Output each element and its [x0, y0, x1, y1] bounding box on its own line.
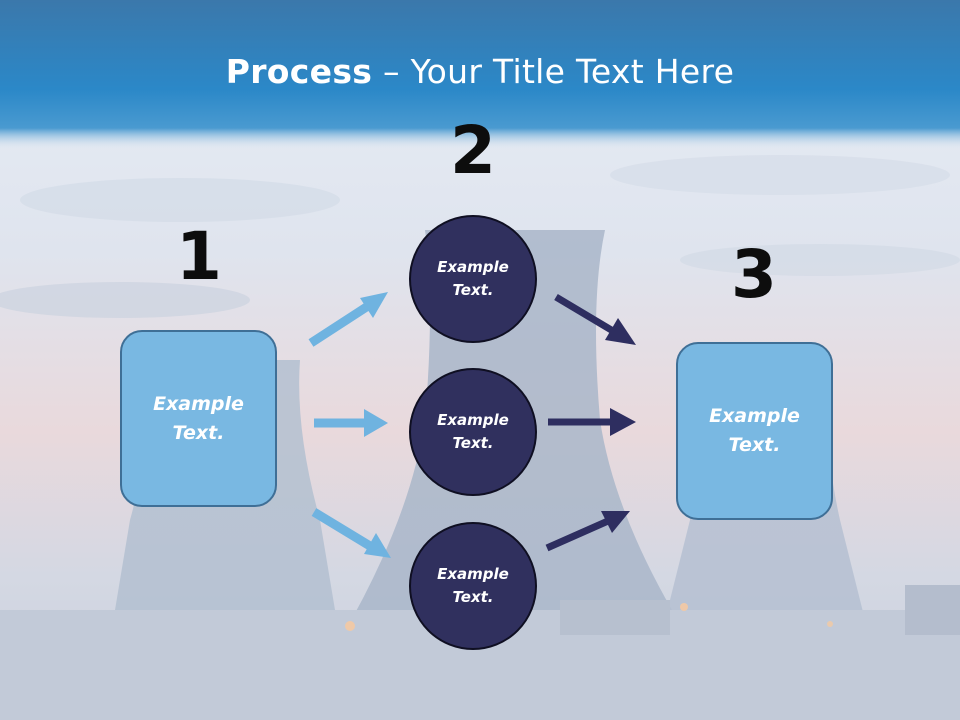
step-2-circle-middle: Example Text. [409, 368, 537, 496]
arrow-up-right-icon [308, 292, 388, 347]
arrow-right-icon [314, 409, 388, 437]
slide-title: Process – Your Title Text Here [0, 52, 960, 91]
arrow-down-right-icon [311, 508, 391, 558]
step-3-box: Example Text. [676, 342, 833, 520]
step-3-label: Example Text. [709, 405, 800, 456]
step-1-box: Example Text. [120, 330, 277, 507]
step-number-1: 1 [176, 218, 222, 295]
title-rest: – Your Title Text Here [372, 52, 735, 91]
circle-bottom-label: Example Text. [437, 565, 509, 606]
arrow-right-icon [548, 408, 636, 436]
circle-middle-label: Example Text. [437, 411, 509, 452]
arrow-down-right-icon [554, 293, 636, 345]
arrow-up-right-icon [545, 511, 630, 552]
step-2-circle-bottom: Example Text. [409, 522, 537, 650]
title-bold: Process [225, 52, 373, 91]
step-number-2: 2 [450, 112, 496, 189]
step-2-circle-top: Example Text. [409, 215, 537, 343]
circle-top-label: Example Text. [437, 258, 509, 299]
step-number-3: 3 [731, 236, 777, 313]
step-1-label: Example Text. [153, 392, 244, 444]
